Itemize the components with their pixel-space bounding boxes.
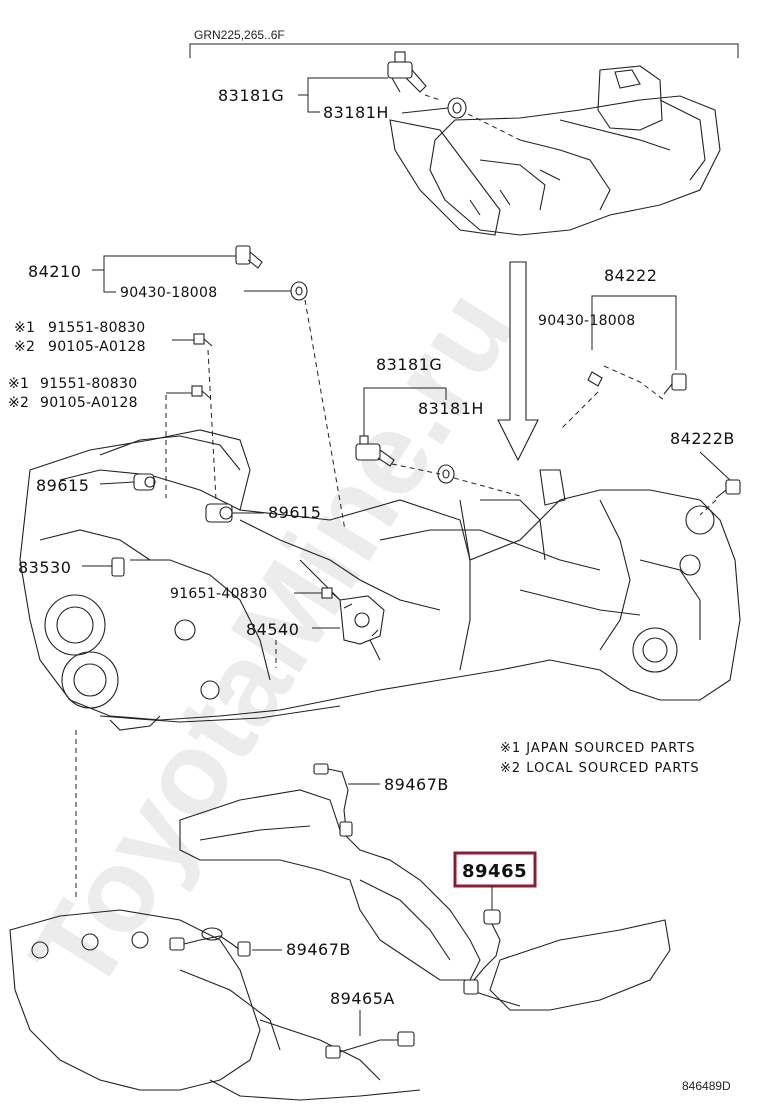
sensor-89465[interactable] [463,909,501,995]
label-91551-b[interactable]: 91551-80830 [40,376,137,392]
label-90105-a[interactable]: 90105-A0128 [48,339,146,355]
direction-arrow [497,261,539,462]
mark-1b: ※1 [8,376,29,392]
header-bracket: GRN225,265..6F [189,28,739,58]
mark-2b: ※2 [8,395,29,411]
switch-84222[interactable] [663,373,687,395]
mark-2a: ※2 [14,339,35,355]
sensor-83181g-mid[interactable] [355,435,395,467]
switch-84540[interactable] [339,595,385,645]
label-90430-left[interactable]: 90430-18008 [120,285,217,301]
label-83530[interactable]: 83530 [18,558,71,577]
label-89615-left[interactable]: 89615 [36,476,89,495]
sensor-89615-right[interactable] [205,503,233,523]
label-89467b-upper[interactable]: 89467B [384,775,449,794]
switch-84222b[interactable] [715,479,741,499]
sensor-89465a[interactable] [325,1031,415,1059]
bolt-91651[interactable] [321,587,341,601]
legend-line-2: ※2 LOCAL SOURCED PARTS [500,761,700,776]
label-89465[interactable]: 89465 [462,861,527,882]
label-83181h-top[interactable]: 83181H [323,103,389,122]
bolt-a[interactable] [193,333,213,347]
highlight-box-89465 [453,851,537,888]
mark-1a: ※1 [14,320,35,336]
label-90430-right[interactable]: 90430-18008 [538,313,635,329]
model-code: GRN225,265..6F [194,28,285,42]
label-84540[interactable]: 84540 [246,620,299,639]
label-90105-b[interactable]: 90105-A0128 [40,395,138,411]
diagram-id: 846489D [682,1079,731,1093]
label-83181g-top[interactable]: 83181G [218,86,284,105]
label-83181g-mid[interactable]: 83181G [376,355,442,374]
sensor-89615-left[interactable] [133,473,156,491]
gasket-90430-right[interactable] [587,371,603,387]
gasket-90430-left[interactable] [290,281,308,301]
label-84210[interactable]: 84210 [28,262,81,281]
label-84222b[interactable]: 84222B [670,429,735,448]
transfer-case-rear-drawing [389,65,721,236]
label-91651[interactable]: 91651-40830 [170,586,267,602]
label-89615-right[interactable]: 89615 [268,503,321,522]
sensor-89467b-upper[interactable] [313,763,353,837]
gasket-83181h-top[interactable] [447,97,467,119]
label-89465a[interactable]: 89465A [330,989,395,1008]
sensor-83181g-top[interactable] [387,51,427,93]
sensor-89467b-lower[interactable] [169,927,251,957]
gasket-83181h-mid[interactable] [437,464,455,484]
label-89467b-lower[interactable]: 89467B [286,940,351,959]
label-91551-a[interactable]: 91551-80830 [48,320,145,336]
label-83181h-mid[interactable]: 83181H [418,399,484,418]
label-84222[interactable]: 84222 [604,266,657,285]
legend-line-1: ※1 JAPAN SOURCED PARTS [500,741,696,756]
switch-84210[interactable] [235,245,263,269]
bolt-b[interactable] [191,385,211,399]
sensor-83530[interactable] [111,557,125,577]
